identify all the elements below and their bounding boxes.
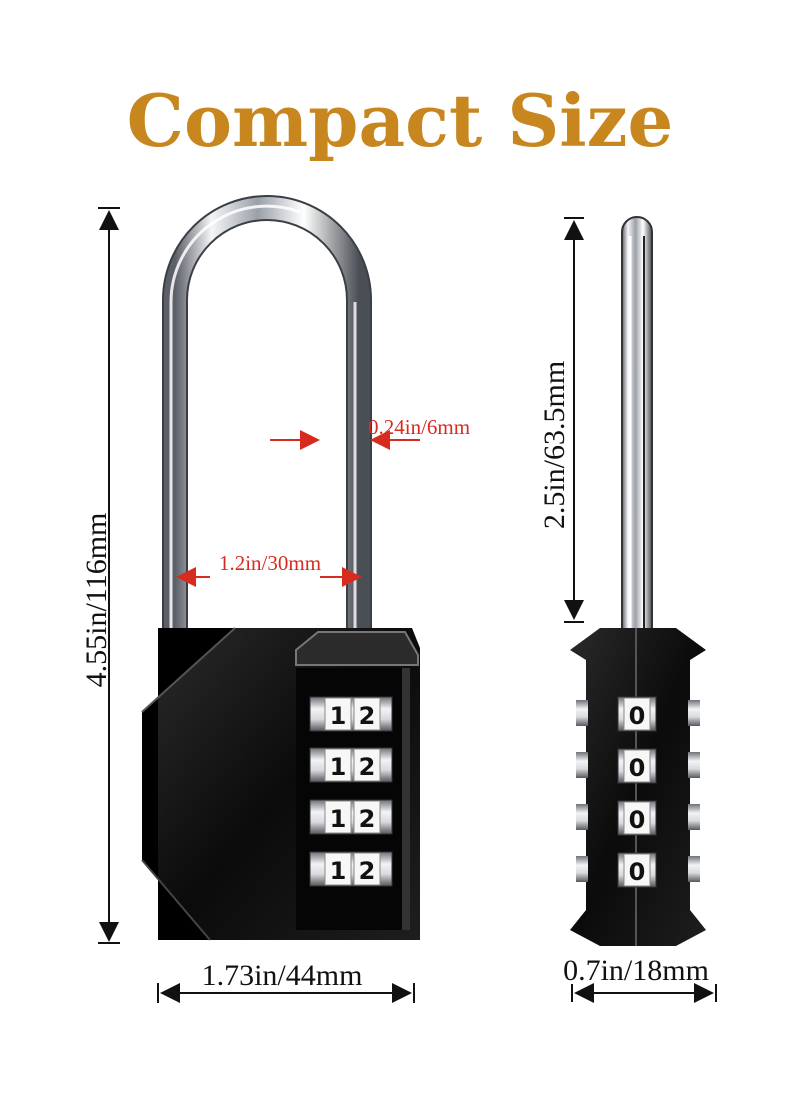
body-depth-label: 0.7in/18mm (563, 954, 709, 987)
body-width-dimension: 1.73in/44mm (157, 959, 415, 1003)
side-dial-3[interactable]: 0 (617, 800, 657, 836)
dial-digit: 1 (330, 753, 347, 781)
shackle-width-dimension: 1.2in/30mm (176, 551, 362, 587)
front-dial-2[interactable]: 1 2 (309, 747, 393, 783)
dial-digit: 2 (359, 857, 376, 885)
dial-digit: 1 (330, 702, 347, 730)
page-title: Compact Size (126, 78, 674, 163)
dial-digit: 2 (359, 805, 376, 833)
side-dial-2[interactable]: 0 (617, 748, 657, 784)
dial-digit: 1 (330, 857, 347, 885)
shackle-height-label: 2.5in/63.5mm (538, 361, 571, 529)
dial-digit: 0 (629, 702, 646, 730)
shackle-diameter-label: 0.24in/6mm (368, 415, 470, 439)
side-dial-1[interactable]: 0 (617, 696, 657, 732)
side-lock-body (570, 628, 706, 946)
side-dial-4[interactable]: 0 (617, 852, 657, 888)
dial-digit: 0 (629, 858, 646, 886)
shackle-height-dimension: 2.5in/63.5mm (538, 217, 584, 623)
body-width-label: 1.73in/44mm (202, 959, 363, 992)
front-lock-body (141, 627, 420, 941)
body-depth-dimension: 0.7in/18mm (563, 954, 717, 1003)
total-height-dimension: 4.55in/116mm (80, 207, 120, 944)
side-shackle (621, 216, 653, 641)
dial-digit: 2 (359, 753, 376, 781)
front-dial-3[interactable]: 1 2 (309, 799, 393, 835)
dial-digit: 0 (629, 806, 646, 834)
dial-digit: 2 (359, 702, 376, 730)
dial-digit: 0 (629, 754, 646, 782)
dial-digit: 1 (330, 805, 347, 833)
front-dial-1[interactable]: 1 2 (309, 696, 393, 732)
front-dial-4[interactable]: 1 2 (309, 851, 393, 887)
shackle-diameter-dimension: 0.24in/6mm (270, 415, 470, 450)
shackle-width-label: 1.2in/30mm (219, 551, 321, 575)
total-height-label: 4.55in/116mm (80, 513, 113, 688)
